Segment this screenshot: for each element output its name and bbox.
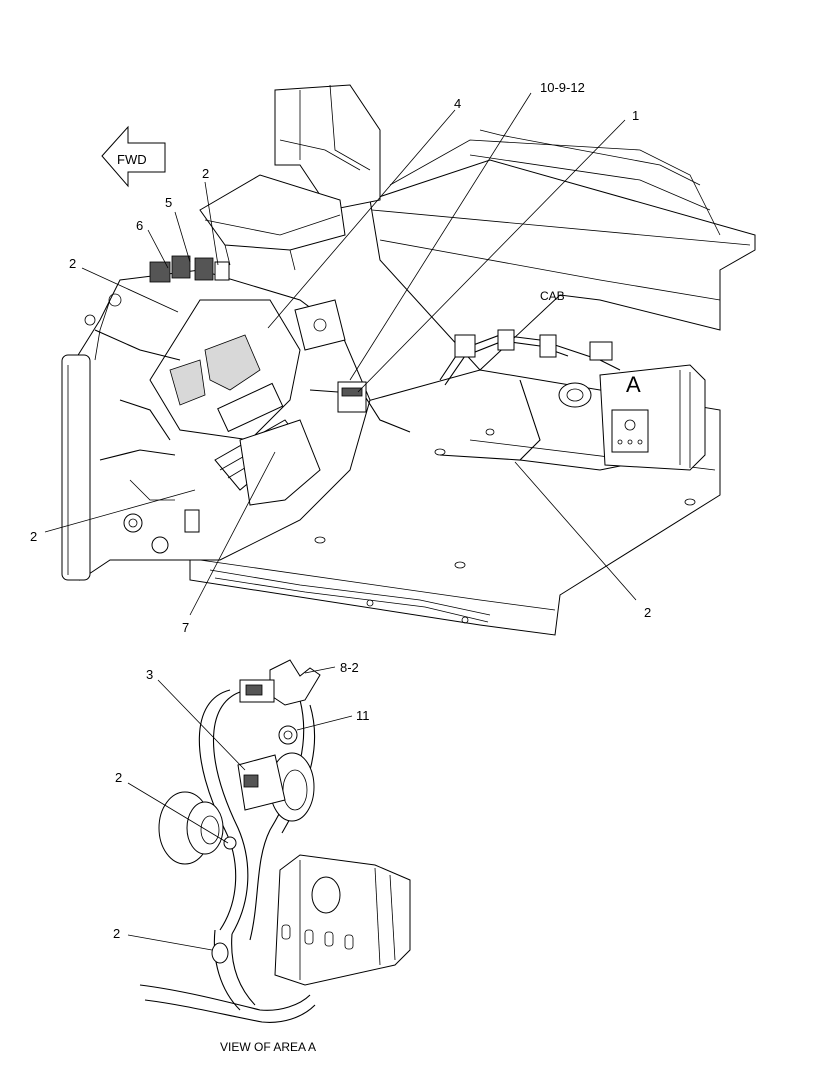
engine-assembly — [61, 269, 371, 581]
callout-10-9-12: 10-9-12 — [540, 80, 585, 95]
callout-8-2: 8-2 — [340, 660, 359, 675]
callout-3: 3 — [146, 667, 153, 682]
callout-11: 11 — [356, 708, 370, 723]
callout-5: 5 — [165, 195, 172, 210]
cab-label: CAB — [540, 289, 565, 303]
callout-2-detail-upper: 2 — [115, 770, 122, 785]
callout-2-top: 2 — [202, 166, 209, 181]
callout-7: 7 — [182, 620, 189, 635]
callout-1: 1 — [632, 108, 639, 123]
fwd-label: FWD — [117, 152, 147, 167]
callout-2-detail-lower: 2 — [113, 926, 120, 941]
control-module — [599, 364, 706, 471]
connector — [309, 381, 411, 433]
callout-2-left: 2 — [69, 256, 76, 271]
relay-group — [149, 255, 230, 283]
detail-view-area-a — [139, 659, 411, 1023]
callout-2-right: 2 — [644, 605, 651, 620]
detail-leader-lines — [127, 666, 353, 951]
cab-pillar — [274, 84, 381, 211]
callout-2-bottom-left: 2 — [30, 529, 37, 544]
callout-6: 6 — [136, 218, 143, 233]
view-caption: VIEW OF AREA A — [220, 1040, 316, 1054]
callout-4: 4 — [454, 96, 461, 111]
leader-lines — [44, 92, 637, 616]
component-mount — [294, 299, 346, 351]
cab-rear-wall — [369, 129, 756, 371]
upper-housing — [199, 174, 346, 271]
fwd-arrow: FWD — [101, 125, 166, 188]
area-a-label: A — [626, 372, 641, 397]
cab-harness — [439, 329, 651, 471]
